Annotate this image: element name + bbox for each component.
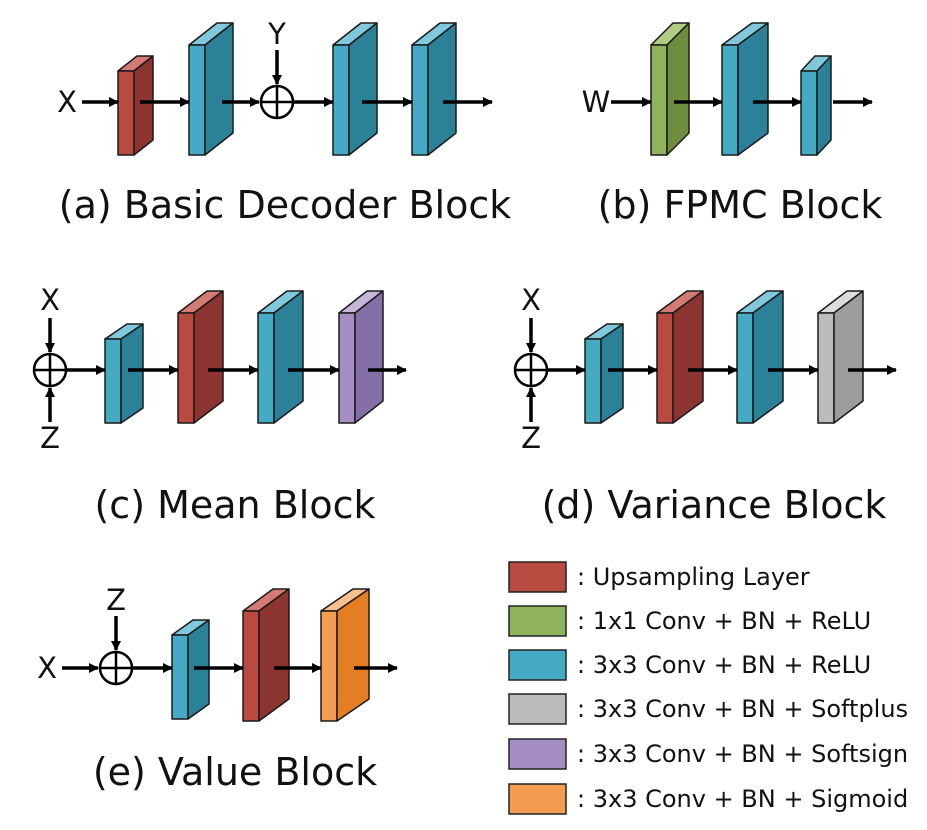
layer-upsampling: [242, 588, 290, 722]
layer-side-face: [666, 22, 690, 156]
layer-side-face: [600, 323, 624, 424]
layer-front-face: [338, 312, 356, 424]
layer-front-face: [117, 70, 135, 156]
legend-label-conv3x3-softsign: : 3x3 Conv + BN + Softsign: [577, 740, 908, 768]
layer-front-face: [188, 44, 206, 156]
legend-label-conv3x3-relu: : 3x3 Conv + BN + ReLU: [577, 651, 871, 679]
legend-swatch-upsampling: [508, 561, 567, 593]
block-d-input-x: X: [521, 283, 541, 317]
layer-side-face: [348, 22, 378, 156]
block-e-caption: (e) Value Block: [93, 750, 377, 794]
layer-conv3x3-relu: [411, 22, 457, 156]
layer-upsampling: [117, 55, 154, 156]
legend-swatch-conv3x3-softsign: [508, 738, 567, 770]
layer-upsampling: [656, 290, 704, 424]
layer-side-face: [672, 290, 704, 424]
block-d-caption: (d) Variance Block: [542, 483, 887, 527]
legend-item-conv1x1-relu: : 1x1 Conv + BN + ReLU: [508, 605, 871, 637]
legend-swatch-conv3x3-sigmoid: [508, 783, 567, 815]
sum-node: [32, 352, 68, 388]
sum-node: [259, 84, 295, 120]
layer-side-face: [193, 290, 224, 424]
sum-node: [98, 650, 134, 686]
layer-conv1x1-relu: [650, 22, 690, 156]
layer-conv3x3-relu: [332, 22, 378, 156]
block-e-input-z: Z: [106, 583, 126, 617]
layer-conv3x3-softplus: [817, 290, 864, 424]
layer-side-face: [273, 290, 304, 424]
layer-front-face: [721, 44, 739, 156]
block-e-input-x: X: [37, 651, 57, 685]
layer-conv3x3-relu: [257, 290, 304, 424]
block-d-variance: X Z (d) Variance Block: [513, 283, 897, 527]
legend-swatch-conv3x3-softplus: [508, 693, 567, 725]
layer-upsampling: [177, 290, 224, 424]
legend-swatch-conv1x1-relu: [508, 605, 567, 637]
layer-conv3x3-relu: [584, 323, 624, 424]
layer-front-face: [332, 44, 350, 156]
layer-conv3x3-sigmoid: [320, 588, 370, 722]
layer-front-face: [736, 312, 754, 424]
legend-item-conv3x3-relu: : 3x3 Conv + BN + ReLU: [508, 649, 871, 681]
layer-front-face: [411, 44, 429, 156]
block-c-input-x: X: [40, 283, 60, 317]
block-c-input-z: Z: [40, 421, 60, 455]
layer-front-face: [104, 338, 122, 424]
legend-item-conv3x3-softplus: : 3x3 Conv + BN + Softplus: [508, 693, 908, 725]
layer-front-face: [177, 312, 195, 424]
layer-side-face: [833, 290, 864, 424]
block-a-input-x: X: [57, 85, 77, 119]
legend-item-conv3x3-softsign: : 3x3 Conv + BN + Softsign: [508, 738, 908, 770]
legend-item-upsampling: : Upsampling Layer: [508, 561, 810, 593]
legend-label-upsampling: : Upsampling Layer: [577, 563, 810, 591]
layer-front-face: [817, 312, 835, 424]
legend-label-conv3x3-sigmoid: : 3x3 Conv + BN + Sigmoid: [577, 785, 908, 813]
layer-conv3x3-relu: [104, 323, 144, 424]
layer-conv3x3-relu: [721, 22, 769, 156]
layer-front-face: [242, 610, 260, 722]
layer-side-face: [133, 55, 154, 156]
layer-front-face: [171, 634, 189, 720]
block-c-mean: X Z (c) Mean Block: [32, 283, 407, 527]
layer-conv3x3-relu: [800, 55, 832, 156]
legend-item-conv3x3-sigmoid: : 3x3 Conv + BN + Sigmoid: [508, 783, 908, 815]
block-b-fpmc: W (b) FPMC Block: [582, 22, 883, 227]
layer-conv3x3-relu: [188, 22, 234, 156]
layer-side-face: [258, 588, 290, 722]
block-b-input-w: W: [582, 85, 611, 119]
legend-label-conv1x1-relu: : 1x1 Conv + BN + ReLU: [577, 607, 871, 635]
block-a-basic-decoder: X Y (a) Basic Decoder Block: [57, 17, 511, 227]
layer-front-face: [650, 44, 668, 156]
block-a-caption: (a) Basic Decoder Block: [59, 183, 511, 227]
layer-conv3x3-softsign: [338, 290, 384, 424]
layer-side-face: [816, 55, 832, 156]
layer-front-face: [584, 338, 602, 424]
block-e-value: X Z (e) Value Block: [37, 583, 398, 794]
layer-side-face: [354, 290, 384, 424]
layer-front-face: [800, 70, 818, 156]
legend: : Upsampling Layer : 1x1 Conv + BN + ReL…: [508, 561, 908, 815]
layer-side-face: [427, 22, 457, 156]
layer-side-face: [737, 22, 769, 156]
layer-side-face: [336, 588, 370, 722]
block-d-input-z: Z: [521, 421, 541, 455]
block-c-caption: (c) Mean Block: [94, 483, 375, 527]
layer-front-face: [656, 312, 674, 424]
block-b-caption: (b) FPMC Block: [598, 183, 883, 227]
layer-side-face: [204, 22, 234, 156]
layer-front-face: [320, 610, 338, 722]
layer-front-face: [257, 312, 275, 424]
layer-side-face: [120, 323, 144, 424]
block-a-input-y: Y: [267, 17, 286, 51]
layer-side-face: [752, 290, 784, 424]
legend-label-conv3x3-softplus: : 3x3 Conv + BN + Softplus: [577, 695, 908, 723]
layer-conv3x3-relu: [736, 290, 784, 424]
sum-node: [513, 352, 549, 388]
legend-swatch-conv3x3-relu: [508, 649, 567, 681]
